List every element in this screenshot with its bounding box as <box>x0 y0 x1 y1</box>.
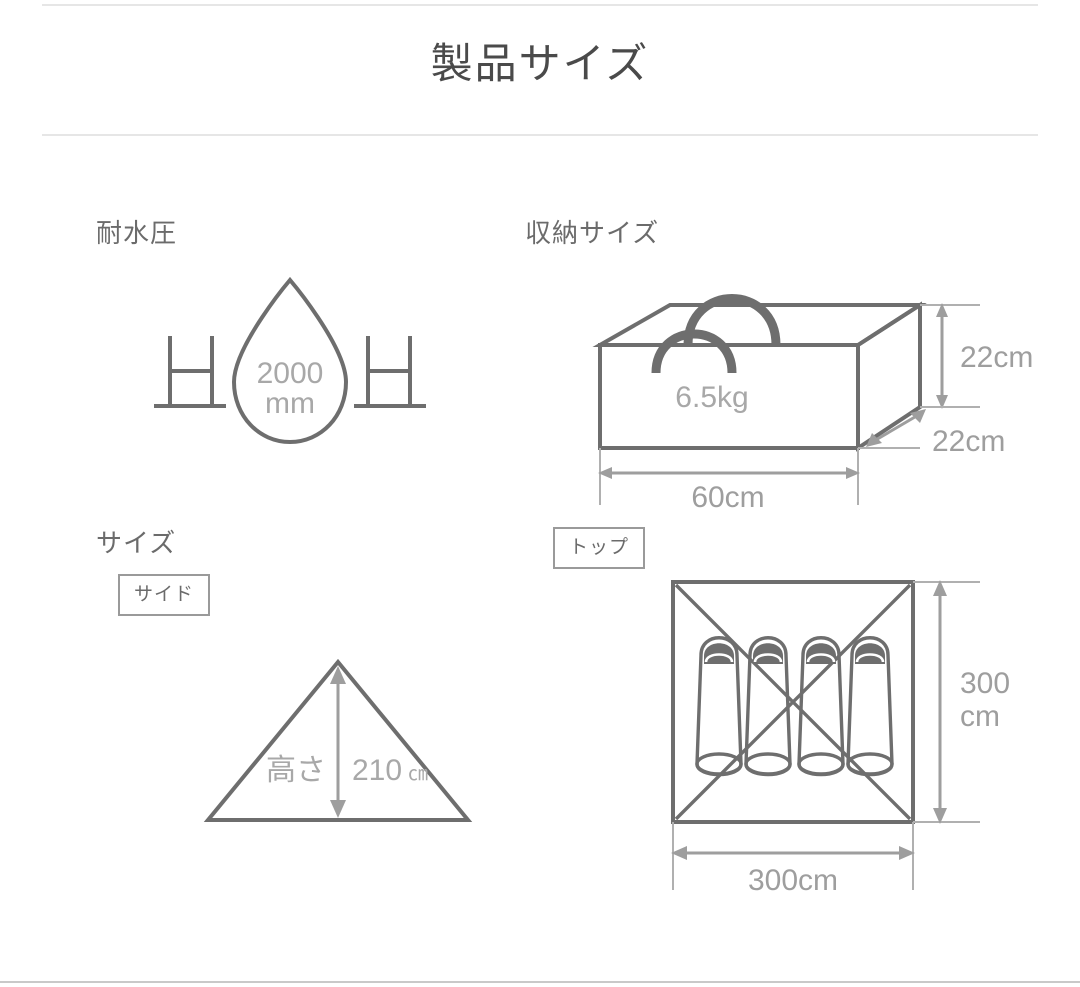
arrow-depth-upper <box>910 409 926 423</box>
arrow-width-right <box>846 467 860 479</box>
bag-weight-label: 6.5kg <box>675 381 748 414</box>
diagonal-line-2 <box>674 583 912 821</box>
carry-bag-icon: 6.5kg 22cm 22cm 60cm <box>592 294 1033 514</box>
arrow-depth-lower <box>866 433 882 447</box>
arrow-tent-height-down <box>330 800 346 818</box>
tent-triangle-outline <box>203 658 473 822</box>
arrow-tent-height-up <box>330 666 346 684</box>
dim-line-depth <box>873 412 921 443</box>
drop-outline <box>231 276 349 445</box>
handle-inner-arc <box>651 329 737 374</box>
bag-width-label: 60cm <box>691 481 764 514</box>
handle-outer-arc <box>683 294 781 346</box>
section-heading-storage-size: 収納サイズ <box>525 218 660 248</box>
arrow-top-width-right <box>899 846 915 860</box>
tent-depth-unit: cm <box>960 700 1000 733</box>
tent-depth-value: 300 <box>960 667 1010 700</box>
arrow-height-down <box>936 395 948 409</box>
arrow-top-depth-down <box>933 808 947 824</box>
tent-width-label: 300cm <box>748 864 838 897</box>
divider-bottom <box>0 981 1080 983</box>
tag-side-view: サイド <box>118 574 211 616</box>
tent-top-plan-icon: 300 cm 300cm <box>671 580 1010 897</box>
water-drop-h2o-icon: 2000 mm <box>154 276 426 445</box>
divider-under-title <box>42 134 1038 136</box>
h-letter-left <box>168 336 214 406</box>
sleeping-bag-4 <box>846 636 894 777</box>
water-pressure-unit: mm <box>265 387 315 420</box>
tag-top-view: トップ <box>553 527 646 569</box>
h-letter-right <box>366 336 412 406</box>
section-heading-water-resistance: 耐水圧 <box>96 218 178 248</box>
section-heading-size: サイズ <box>96 528 177 558</box>
arrow-width-left <box>598 467 612 479</box>
page-title: 製品サイズ <box>430 40 650 87</box>
tent-side-triangle-icon: 高さ 210 ㎝ <box>203 658 473 822</box>
tent-height-value: 210 <box>352 754 402 787</box>
bag-depth-label: 22cm <box>932 425 1005 458</box>
tent-floor-square <box>671 580 915 824</box>
sleeping-bag-3 <box>797 636 845 777</box>
bag-side-face <box>856 301 922 452</box>
sleeping-bag-1 <box>695 636 743 777</box>
tent-height-name: 高さ <box>266 754 326 787</box>
bag-height-label: 22cm <box>960 341 1033 374</box>
divider-top <box>42 4 1038 6</box>
tent-height-unit: ㎝ <box>408 763 428 785</box>
arrow-top-width-left <box>671 846 687 860</box>
water-pressure-value: 2000 <box>257 357 324 390</box>
sleeping-bag-2 <box>744 636 792 777</box>
arrow-height-up <box>936 303 948 317</box>
arrow-top-depth-up <box>933 580 947 596</box>
